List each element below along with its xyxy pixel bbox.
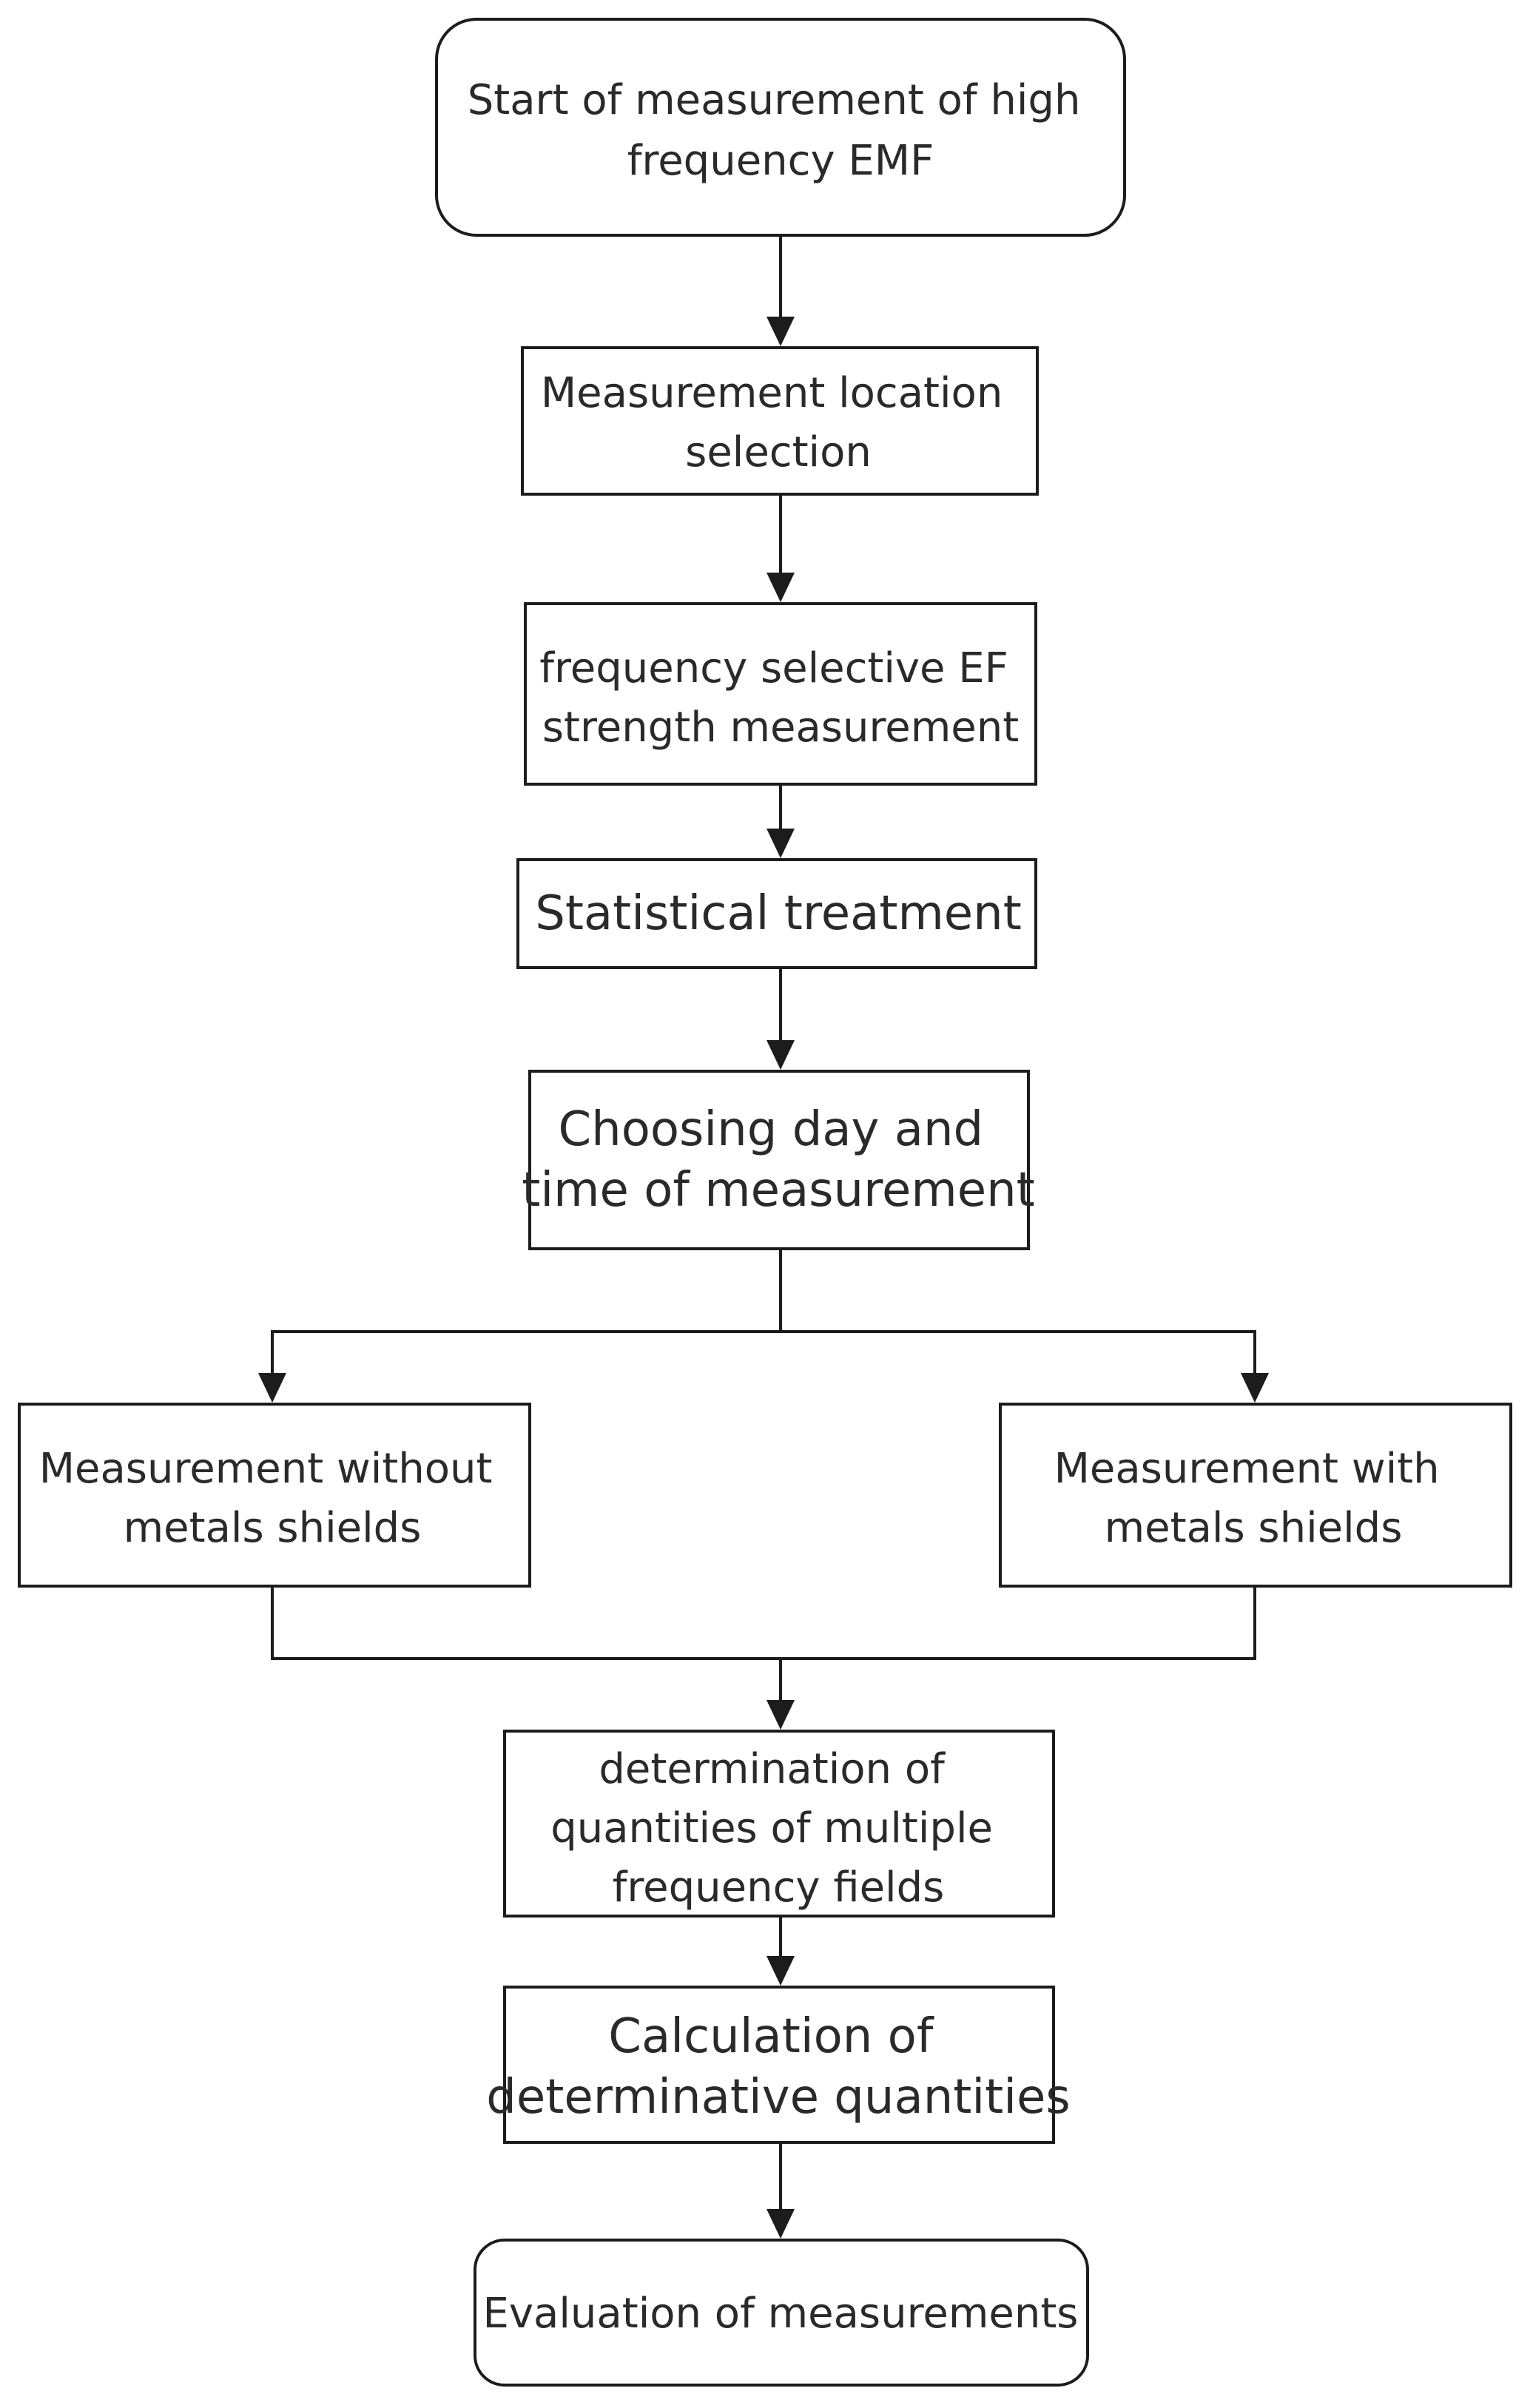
arrow-head-without (258, 1373, 286, 1403)
calculation-line-2: determinative quantities (486, 2070, 1070, 2125)
connector-split-right (781, 1330, 1256, 1376)
ef-strength-line-1: frequency selective EF (539, 644, 1008, 692)
ef-strength-node: frequency selective EF strength measurem… (524, 602, 1037, 786)
statistical-box (516, 858, 1037, 969)
start-node-label: Start of measurement of high frequency E… (468, 76, 1094, 185)
evaluation-label: Evaluation of measurements (483, 2290, 1079, 2338)
choosing-day-line-1: Choosing day and (558, 1102, 983, 1157)
connector-choosing-split (271, 1249, 782, 1376)
location-selection-line-1: Measurement location (541, 369, 1003, 417)
location-selection-node: Measurement location selection (521, 346, 1039, 496)
arrow-head-with (1241, 1373, 1269, 1403)
quantities-line-2: quantities of multiple (550, 1804, 993, 1852)
without-shields-node: Measurement without metals shields (18, 1403, 531, 1588)
choosing-day-label: Choosing day and time of measurement (522, 1102, 1034, 1218)
start-node-box (435, 18, 1126, 237)
arrow-heads (258, 317, 1269, 2239)
start-node-line-2: frequency EMF (627, 137, 934, 185)
choosing-day-node: Choosing day and time of measurement (522, 1070, 1035, 1250)
start-node-line-1: Start of measurement of high (468, 76, 1081, 124)
ef-strength-line-2: strength measurement (542, 704, 1019, 752)
arrow-head-statistical (766, 829, 795, 858)
arrow-head-quantities (766, 1700, 795, 1730)
quantities-line-3: frequency fields (613, 1864, 945, 1912)
evaluation-box (474, 2239, 1089, 2387)
start-node: Start of measurement of high frequency E… (435, 18, 1126, 237)
statistical-node: Statistical treatment (516, 858, 1037, 969)
arrow-head-location (766, 317, 795, 346)
calculation-box (503, 1986, 1055, 2144)
with-shields-line-1: Measurement with (1054, 1445, 1440, 1493)
evaluation-node: Evaluation of measurements (474, 2239, 1089, 2387)
with-shields-node: Measurement with metals shields (999, 1403, 1512, 1588)
arrow-head-choosing (766, 1040, 795, 1070)
ef-strength-box (524, 602, 1037, 786)
without-shields-label: Measurement without metals shields (39, 1445, 506, 1552)
connector-merge (271, 1586, 1256, 1660)
calculation-node: Calculation of determinative quantities (486, 1986, 1071, 2144)
calculation-line-1: Calculation of (608, 2009, 934, 2064)
location-selection-label: Measurement location selection (541, 369, 1016, 476)
ef-strength-label: frequency selective EF strength measurem… (539, 644, 1021, 752)
calculation-label: Calculation of determinative quantities (486, 2009, 1070, 2125)
arrow-head-evaluation (766, 2209, 795, 2239)
statistical-label: Statistical treatment (535, 886, 1022, 941)
choosing-day-box (528, 1070, 1030, 1250)
quantities-node: determination of quantities of multiple … (503, 1730, 1055, 1918)
evaluation-line-1: Evaluation of measurements (483, 2290, 1079, 2338)
connectors (271, 235, 1256, 2209)
with-shields-label: Measurement with metals shields (1054, 1445, 1453, 1552)
arrow-head-ef (766, 573, 795, 602)
quantities-box (503, 1730, 1055, 1918)
quantities-label: determination of quantities of multiple … (550, 1745, 1006, 1912)
without-shields-line-2: metals shields (124, 1504, 422, 1552)
with-shields-line-2: metals shields (1105, 1504, 1403, 1552)
with-shields-box (999, 1403, 1512, 1588)
choosing-day-line-2: time of measurement (522, 1163, 1034, 1218)
quantities-line-1: determination of (599, 1745, 946, 1793)
without-shields-box (18, 1403, 531, 1588)
location-selection-line-2: selection (685, 428, 872, 476)
statistical-line-1: Statistical treatment (535, 886, 1022, 941)
without-shields-line-1: Measurement without (39, 1445, 493, 1493)
location-selection-box (521, 346, 1039, 496)
arrow-head-calculation (766, 1956, 795, 1986)
